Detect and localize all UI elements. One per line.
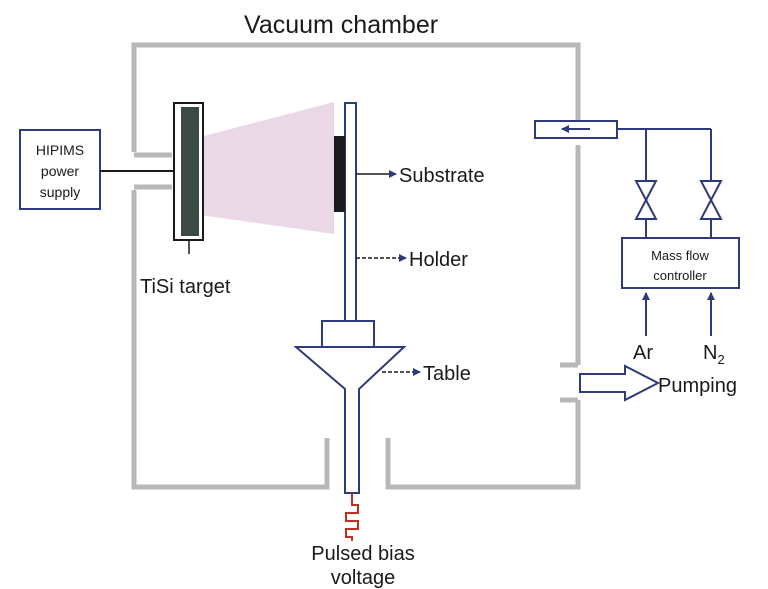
- bias-label-line1: Pulsed bias: [311, 543, 414, 565]
- valve-n2: [699, 180, 723, 220]
- mass-flow-controller-box: [621, 237, 740, 289]
- valve-ar: [634, 180, 658, 220]
- chamber-wall: [131, 42, 581, 490]
- n2-label-main: N: [703, 342, 717, 364]
- chamber-wall-left-upper: [131, 42, 581, 152]
- gas-lines: [617, 128, 712, 238]
- table-label: Table: [423, 363, 471, 385]
- chamber-wall-bottom-left: [131, 190, 330, 490]
- chamber-title: Vacuum chamber: [244, 11, 438, 39]
- bias-label-line2: voltage: [331, 567, 396, 589]
- power-supply-label-line3: supply: [40, 184, 80, 200]
- power-supply-label-line1: HIPIMS: [36, 142, 84, 158]
- valve-ar-bottom: [634, 197, 658, 220]
- n2-label-subscript: 2: [717, 352, 724, 367]
- target-label: TiSi target: [140, 276, 231, 298]
- plasma-plume: [200, 102, 334, 234]
- n2-label: N2: [703, 342, 725, 367]
- substrate: [334, 136, 345, 212]
- table-funnel: [293, 346, 407, 494]
- pumping-label: Pumping: [658, 375, 737, 397]
- chamber-wall-right-lower: [385, 400, 581, 490]
- hipims-power-supply-box: [19, 129, 101, 210]
- tisi-target: [181, 107, 199, 236]
- power-supply-label-line2: power: [41, 163, 79, 179]
- substrate-holder: [344, 102, 357, 322]
- bias-wire: [345, 493, 359, 541]
- valve-n2-bottom: [699, 197, 723, 220]
- mfc-label-line1: Mass flow: [651, 248, 709, 263]
- table-mount: [321, 320, 375, 348]
- valve-ar-top: [634, 180, 658, 203]
- substrate-label: Substrate: [399, 165, 485, 187]
- mfc-label-line2: controller: [653, 268, 707, 283]
- valve-n2-top: [699, 180, 723, 203]
- pumping-arrow: [579, 364, 661, 402]
- holder-label: Holder: [409, 249, 468, 271]
- ar-label: Ar: [633, 342, 653, 364]
